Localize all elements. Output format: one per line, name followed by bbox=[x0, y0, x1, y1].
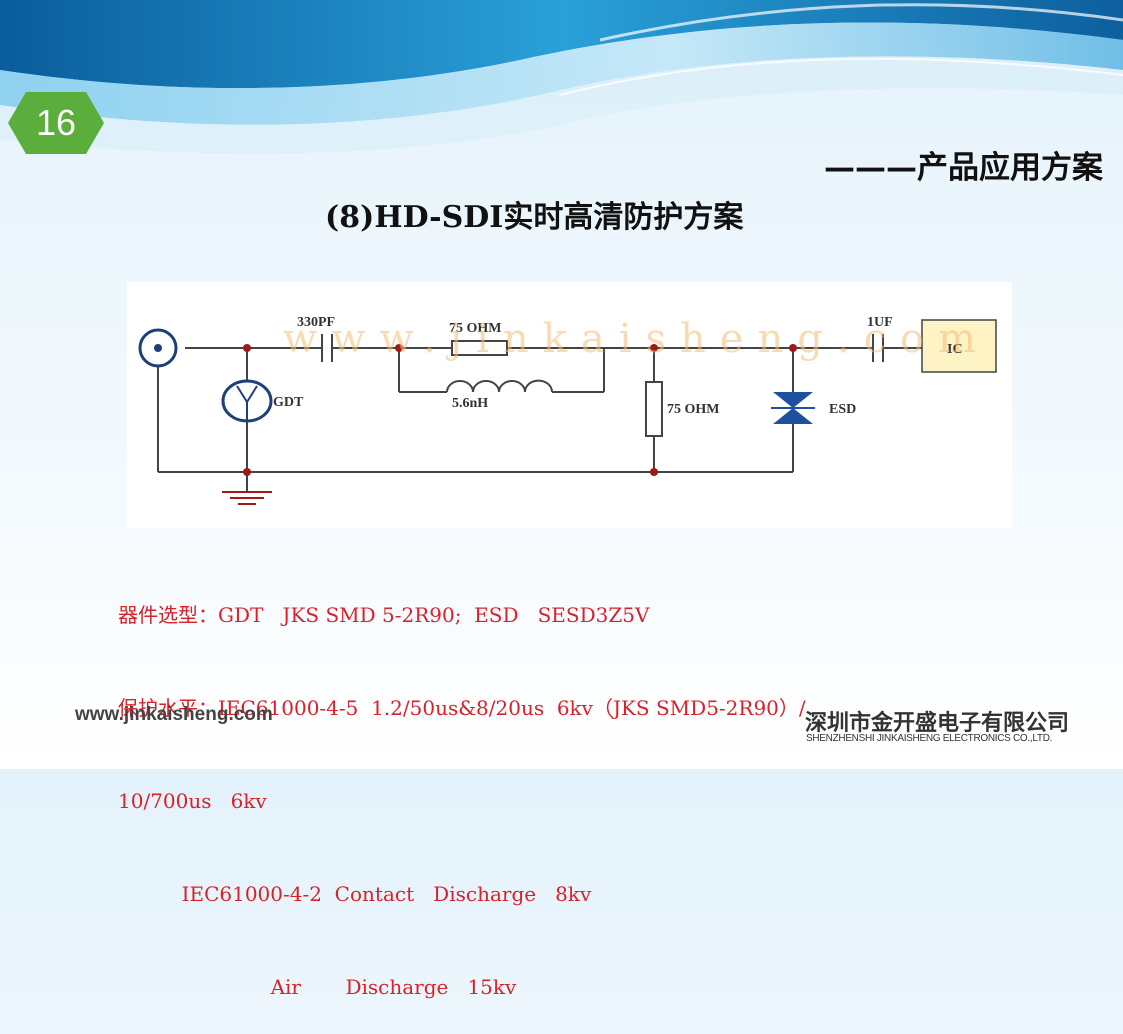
circuit-diagram: 330PF 75 OHM 5.6nH GDT 75 OHM ESD bbox=[127, 282, 1012, 528]
junction-dot bbox=[243, 344, 251, 352]
page-number: 16 bbox=[35, 102, 77, 143]
junction-dot bbox=[243, 468, 251, 476]
header-wave-graphic bbox=[0, 0, 1123, 154]
slide-title: (8)HD-SDI实时高清防护方案 bbox=[325, 200, 744, 235]
footer-website: www.jinkaisheng.com bbox=[75, 704, 273, 725]
junction-dot bbox=[650, 344, 658, 352]
capacitor-1uf-label: 1UF bbox=[867, 315, 893, 330]
esd-label: ESD bbox=[829, 402, 856, 417]
spec-line-protection-level: 保护水平：IEC61000-4-5 1.2/50us&8/20us 6kv（JK… bbox=[118, 696, 806, 720]
capacitor-1uf bbox=[872, 334, 884, 362]
resistor-series bbox=[451, 340, 508, 356]
watermark-text: www.jinkaisheng.com bbox=[283, 316, 990, 362]
capacitor-330pf bbox=[321, 334, 333, 362]
page-number-badge bbox=[8, 92, 104, 154]
junction-dot bbox=[650, 468, 658, 476]
spec-line-surge: 10/700us 6kv bbox=[118, 789, 267, 813]
inductor-label: 5.6nH bbox=[452, 396, 488, 411]
esd-diode-icon bbox=[771, 392, 815, 424]
coax-center-pin bbox=[154, 344, 162, 352]
ground-icon bbox=[222, 491, 272, 505]
footer-company-name: 深圳市金开盛电子有限公司 bbox=[805, 711, 1070, 736]
inductor-coil bbox=[446, 379, 553, 393]
junction-dot bbox=[395, 344, 403, 352]
spec-line-device-selection: 器件选型：GDT JKS SMD 5-2R90; ESD SESD3Z5V bbox=[118, 603, 650, 627]
junction-dot bbox=[789, 344, 797, 352]
spec-block: 器件选型：GDT JKS SMD 5-2R90; ESD SESD3Z5V 保护… bbox=[118, 538, 806, 1034]
ic-label: IC bbox=[947, 342, 963, 357]
section-label: ———产品应用方案 bbox=[824, 150, 1103, 186]
capacitor-330pf-label: 330PF bbox=[297, 315, 335, 330]
spec-line-air-discharge: Air Discharge 15kv bbox=[118, 975, 517, 999]
footer-company-name-en: SHENZHENSHI JINKAISHENG ELECTRONICS CO.,… bbox=[806, 733, 1053, 744]
resistor-shunt-label: 75 OHM bbox=[667, 402, 720, 417]
spec-line-contact-discharge: IEC61000-4-2 Contact Discharge 8kv bbox=[118, 882, 592, 906]
resistor-shunt bbox=[645, 381, 663, 437]
gdt-label: GDT bbox=[273, 395, 304, 410]
resistor-series-label: 75 OHM bbox=[449, 321, 502, 336]
ic-block bbox=[921, 319, 997, 373]
